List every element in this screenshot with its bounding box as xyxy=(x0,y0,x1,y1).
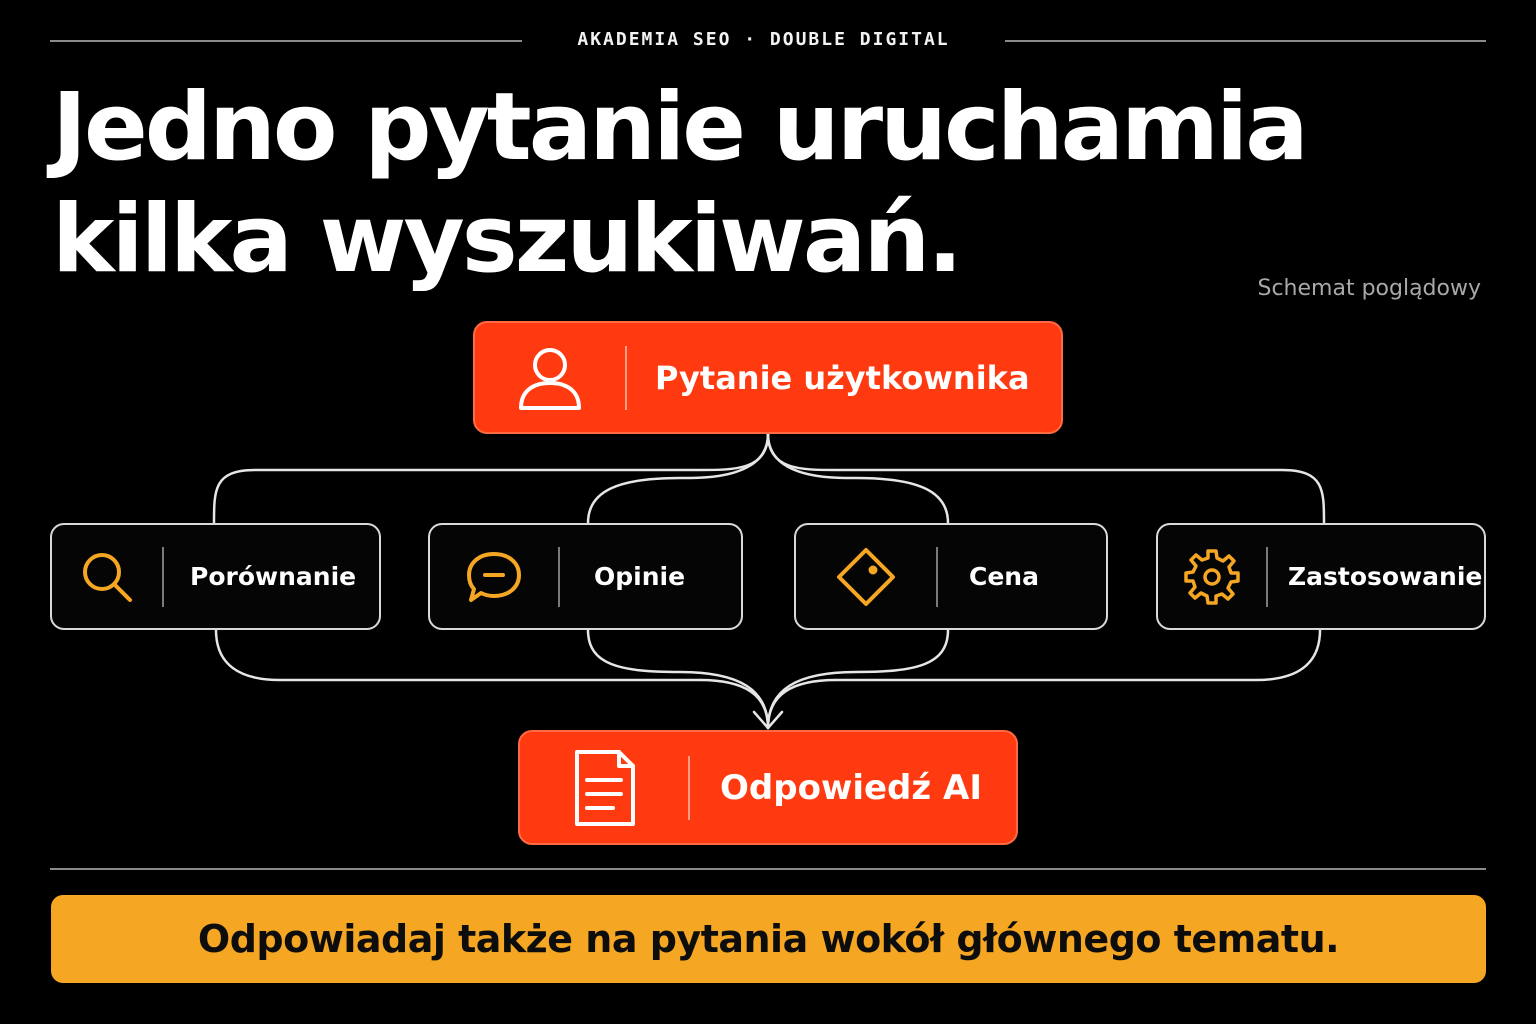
search-card-label: Porównanie xyxy=(190,562,357,591)
takeaway-banner: Odpowiadaj także na pytania wokół główne… xyxy=(51,895,1486,983)
takeaway-text: Odpowiadaj także na pytania wokół główne… xyxy=(197,917,1340,961)
answer-separator xyxy=(688,755,690,820)
header-rule-left xyxy=(50,40,522,42)
card-separator xyxy=(1266,546,1268,607)
footer-rule xyxy=(50,868,1486,870)
user-icon xyxy=(475,343,625,413)
question-separator xyxy=(625,345,627,410)
brand-label: AKADEMIA SEO · DOUBLE DIGITAL xyxy=(577,29,950,50)
search-card-porownanie: Porównanie xyxy=(50,523,381,630)
card-separator xyxy=(162,546,164,607)
search-card-zastosowanie: Zastosowanie xyxy=(1156,523,1486,630)
answer-label: Odpowiedź AI xyxy=(720,767,982,808)
price-tag-icon xyxy=(796,546,936,608)
arrow-head xyxy=(752,710,784,730)
connector-top-inner-left xyxy=(586,432,770,525)
connector-bottom-left xyxy=(214,628,770,730)
chat-bubble-icon xyxy=(430,548,558,606)
page-title: Jedno pytanie uruchamia kilka wyszukiwań… xyxy=(52,72,1492,296)
header-rule-right xyxy=(1005,40,1486,42)
question-label: Pytanie użytkownika xyxy=(655,358,1030,397)
search-card-label: Zastosowanie xyxy=(1288,562,1483,591)
connector-bottom-right xyxy=(766,628,1322,730)
connector-top-right xyxy=(766,432,1326,525)
gear-icon xyxy=(1158,547,1266,607)
card-separator xyxy=(936,546,938,607)
title-line-1: Jedno pytanie uruchamia xyxy=(52,73,1309,182)
diagram-caption: Schemat poglądowy xyxy=(1257,276,1482,301)
card-separator xyxy=(558,546,560,607)
search-card-label: Opinie xyxy=(594,562,686,591)
search-card-cena: Cena xyxy=(794,523,1108,630)
connector-bottom-inner-left xyxy=(586,628,770,730)
document-icon xyxy=(520,748,688,828)
search-icon xyxy=(52,548,162,606)
search-card-label: Cena xyxy=(969,562,1039,591)
connector-top-inner-right xyxy=(766,432,950,525)
question-box: Pytanie użytkownika xyxy=(473,321,1063,434)
title-line-2: kilka wyszukiwań. xyxy=(52,185,963,294)
answer-box: Odpowiedź AI xyxy=(518,730,1018,845)
search-card-opinie: Opinie xyxy=(428,523,743,630)
